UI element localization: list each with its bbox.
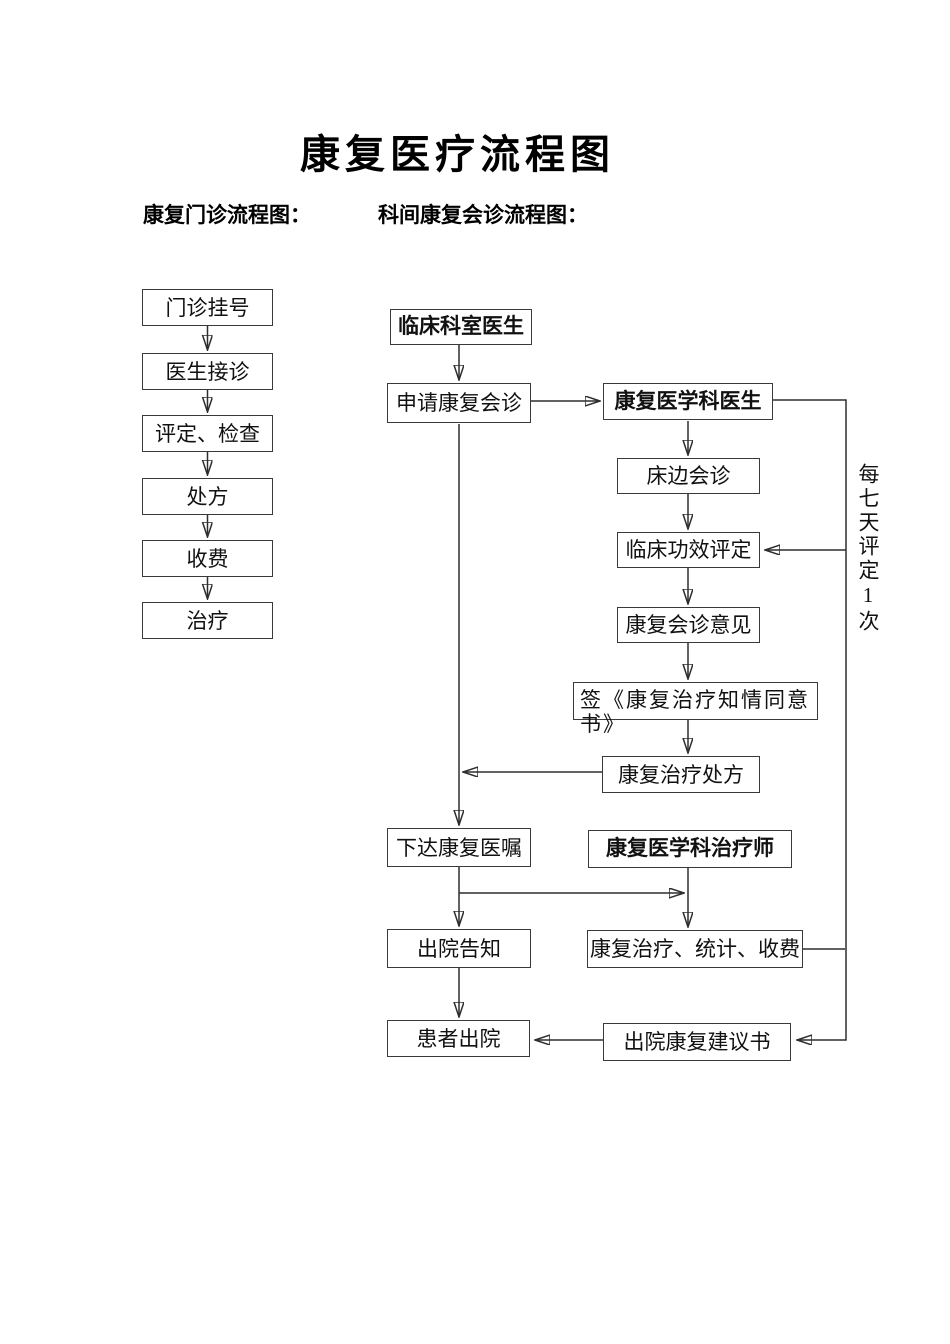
node-apply-rehab-consultation: 申请康复会诊 (387, 383, 531, 423)
node-bedside-consultation: 床边会诊 (617, 458, 760, 494)
node-clinical-efficacy-assessment: 临床功效评定 (617, 532, 760, 568)
node-issue-rehab-orders: 下达康复医嘱 (387, 828, 531, 867)
node-consultation-opinion: 康复会诊意见 (617, 607, 760, 643)
node-assessment-examination: 评定、检查 (142, 415, 273, 452)
left-flow-heading: 康复门诊流程图： (143, 204, 311, 227)
node-sign-informed-consent: 签《康复治疗知情同意书》 (573, 682, 818, 736)
node-rehab-medicine-doctor: 康复医学科医生 (603, 383, 773, 420)
seven-day-assessment-note: 每七天评定1次 (856, 463, 880, 634)
node-discharge-notification: 出院告知 (387, 929, 531, 968)
node-prescription: 处方 (142, 478, 273, 515)
right-flow-heading: 科间康复会诊流程图： (378, 204, 588, 227)
node-rehab-therapist: 康复医学科治疗师 (588, 830, 792, 868)
node-clinical-department-doctor: 临床科室医生 (390, 309, 532, 345)
node-outpatient-registration: 门诊挂号 (142, 289, 273, 326)
node-doctor-reception: 医生接诊 (142, 353, 273, 390)
node-discharge-rehab-recommendation: 出院康复建议书 (603, 1023, 791, 1061)
node-payment: 收费 (142, 540, 273, 577)
page-title: 康复医疗流程图 (300, 133, 615, 177)
node-rehab-treatment-prescription: 康复治疗处方 (602, 756, 760, 793)
node-patient-discharge: 患者出院 (387, 1020, 530, 1057)
node-treatment-statistics-fees: 康复治疗、统计、收费 (587, 930, 803, 968)
node-treatment: 治疗 (142, 602, 273, 639)
